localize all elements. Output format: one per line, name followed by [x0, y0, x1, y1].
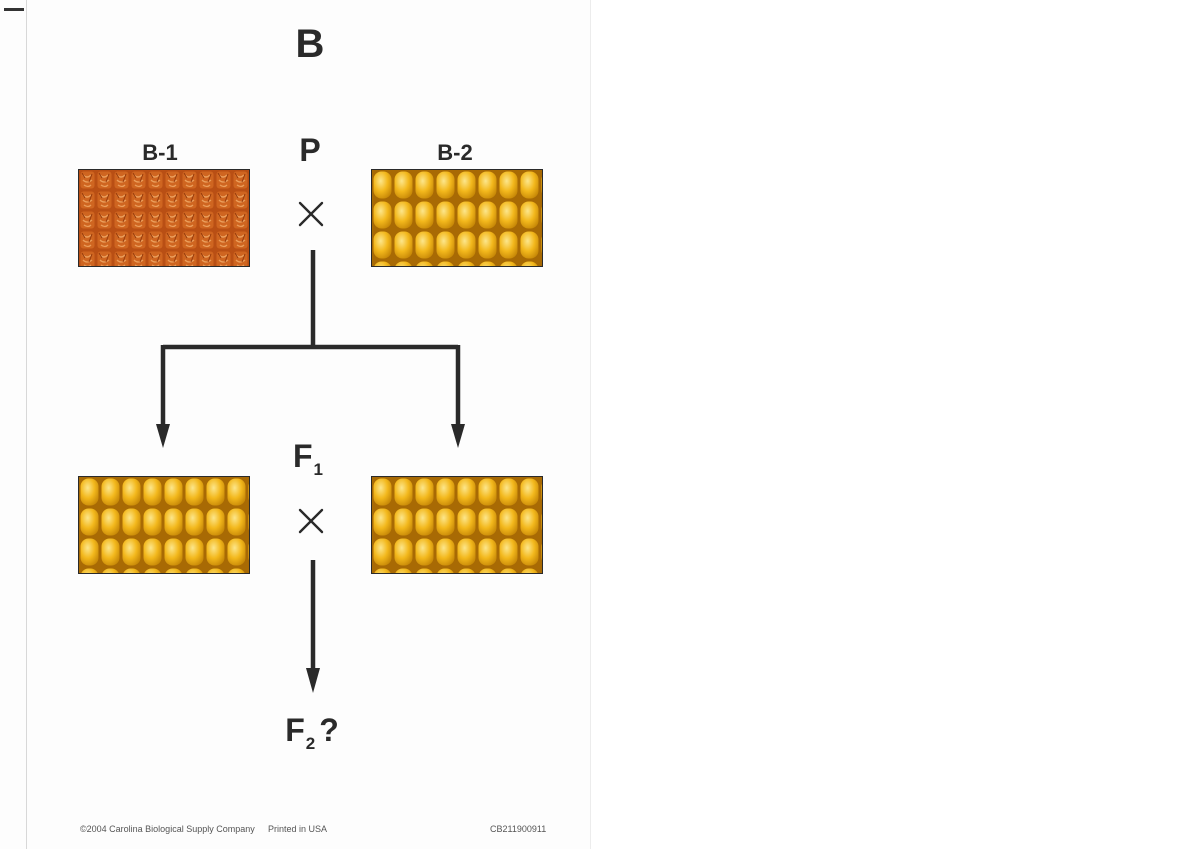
smooth-kernels-graphic — [372, 477, 542, 573]
left-down-arrow-icon — [156, 424, 170, 448]
card-letter: B — [295, 22, 325, 66]
shriveled-kernels-graphic — [79, 170, 249, 266]
f2-down-arrow-icon — [306, 668, 320, 693]
footer-copyright: ©2004 Carolina Biological Supply Company — [80, 824, 255, 834]
right-down-arrow-icon — [451, 424, 465, 448]
footer-printed: Printed in USA — [268, 824, 328, 834]
f1-left-image — [78, 476, 250, 574]
f2-letter: F — [285, 712, 305, 748]
f1-right-image — [371, 476, 543, 574]
parent-b1-label: B-1 — [142, 140, 178, 165]
f2-subscript: 2 — [305, 734, 316, 753]
edge-tick — [4, 8, 24, 11]
parent-b2-image — [371, 169, 543, 267]
parent-b2-label: B-2 — [437, 140, 473, 165]
generation-f1-label: F1 — [270, 438, 350, 480]
f1-subscript: 1 — [313, 460, 323, 479]
parent-b1-image — [78, 169, 250, 267]
branch-lines — [160, 250, 461, 672]
cross-diagram-lines — [156, 201, 465, 693]
smooth-kernels-graphic — [372, 170, 542, 266]
f1-cross-icon — [298, 508, 324, 534]
f2-question-mark: ? — [319, 712, 339, 748]
footer-code: CB211900911 — [490, 824, 547, 834]
smooth-kernels-graphic — [79, 477, 249, 573]
generation-f2-label: F2? — [262, 712, 362, 754]
genetics-card: B B-1 P B-2 — [0, 0, 591, 849]
card-edge — [0, 0, 27, 849]
generation-p-label: P — [299, 132, 321, 168]
f1-letter: F — [292, 438, 313, 474]
parent-cross-icon — [298, 201, 324, 227]
